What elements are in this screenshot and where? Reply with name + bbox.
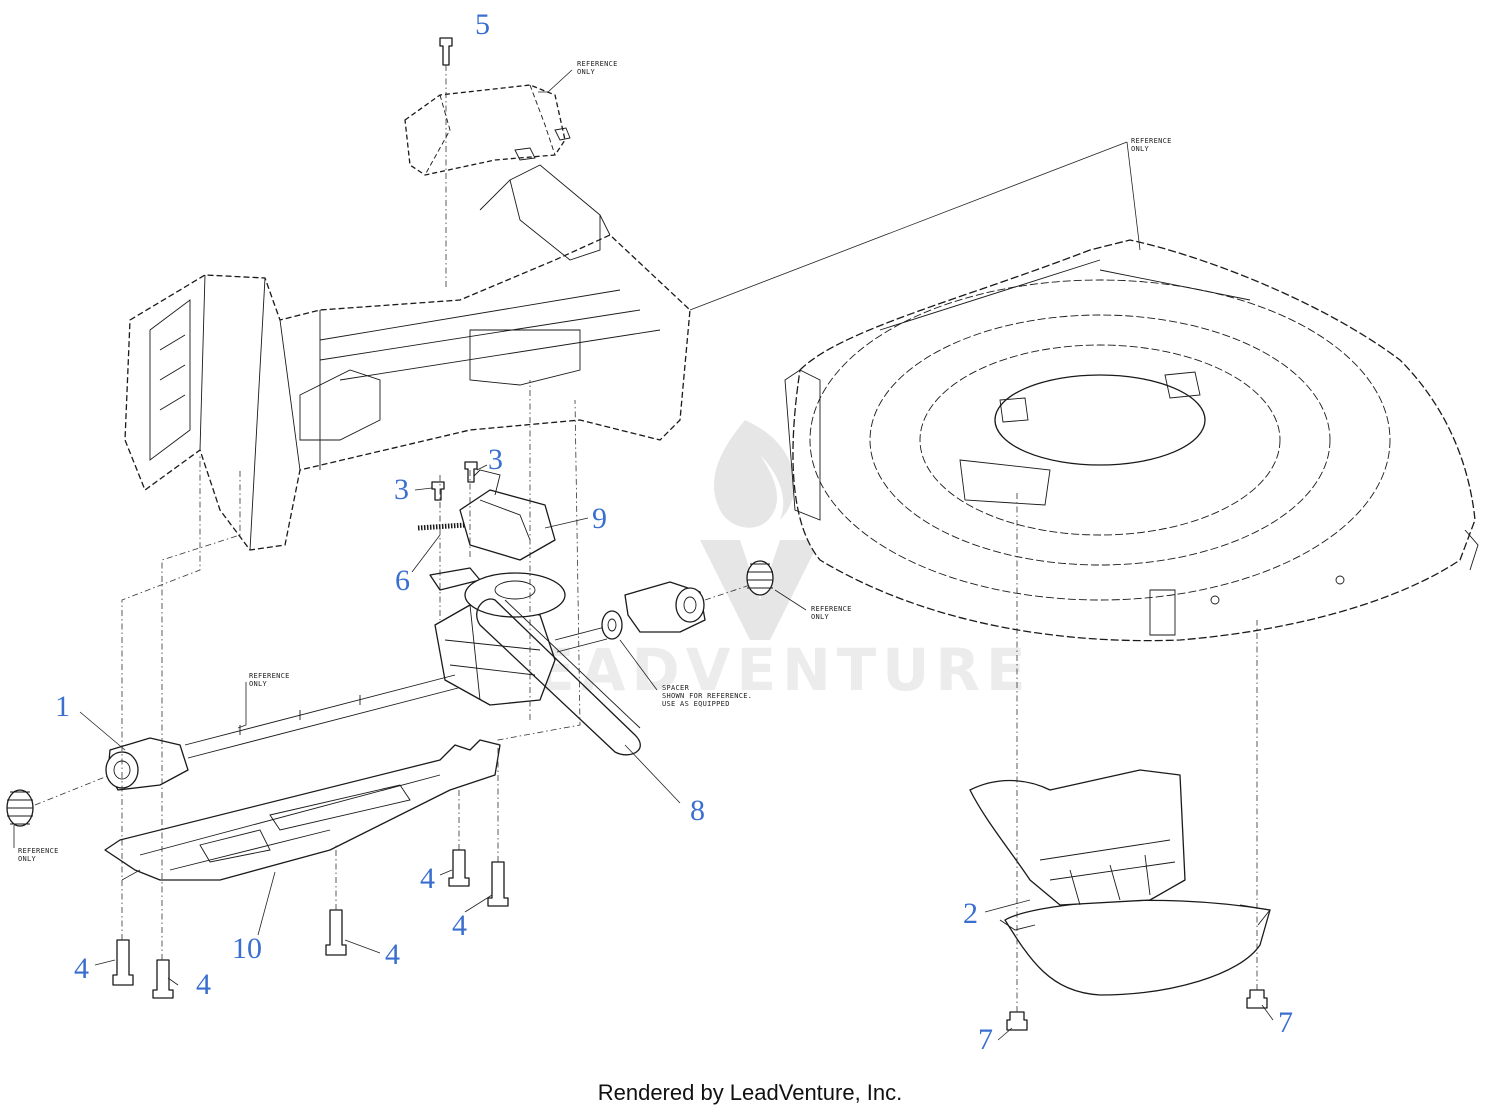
callout-8: 8 [690,794,705,827]
svg-text:REFERENCE: REFERENCE [249,672,290,680]
bolt-part-4b [152,959,174,999]
footer-credit: Rendered by LeadVenture, Inc. [597,1080,903,1105]
callout-7-left: 7 [978,1023,993,1056]
callout-2: 2 [963,897,978,930]
plate-part-10 [104,739,501,881]
mower-deck-reference [784,239,1479,642]
callout-3-left: 3 [394,473,409,506]
callout-4-d: 4 [420,862,435,895]
watermark-text: LEADVENTURE [492,636,1032,704]
svg-text:SPACER: SPACER [662,684,690,692]
callout-6: 6 [395,564,410,597]
svg-text:REFERENCE: REFERENCE [1131,137,1172,145]
callout-3-right: 3 [488,443,503,476]
bolt-part-4d [448,849,470,887]
nut-part-7b [1246,989,1268,1009]
callout-4-c: 4 [385,938,400,971]
leader-lines [79,464,1274,1041]
bolt-part-4c [325,909,347,956]
bolt-part-3a [431,481,445,501]
spring-part-6 [417,522,466,531]
bolt-part-5 [439,37,453,66]
svg-text:REFERENCE: REFERENCE [577,60,618,68]
pinion-gear-left [6,789,34,827]
axle-shaft [184,626,608,759]
watermark-logo [700,420,820,640]
frame-assembly [124,164,691,551]
svg-text:ONLY: ONLY [1131,145,1150,153]
bolt-part-3b [464,461,478,483]
assembly-lines [34,65,1258,1012]
svg-text:USE AS EQUIPPED: USE AS EQUIPPED [662,700,730,708]
callout-1: 1 [55,690,70,723]
blade-housing-part-2 [969,769,1271,996]
svg-text:ONLY: ONLY [811,613,830,621]
transmission [434,572,566,706]
bracket-part-9 [429,469,556,591]
svg-text:REFERENCE: REFERENCE [811,605,852,613]
callout-9: 9 [592,502,607,535]
callout-4-a: 4 [74,952,89,985]
pinion-gear-right [746,560,774,596]
bolt-part-4a [112,939,134,986]
note-spacer: SPACER SHOWN FOR REFERENCE. USE AS EQUIP… [662,684,752,708]
callout-7-right: 7 [1278,1006,1293,1039]
svg-text:ONLY: ONLY [577,68,596,76]
note-left-gear: REFERENCE ONLY [18,847,59,863]
nut-part-7a [1006,1011,1028,1031]
bushing-part-1 [105,737,189,791]
callout-5: 5 [475,8,490,41]
spacer [601,610,623,640]
note-right-gear: REFERENCE ONLY [811,605,852,621]
bolt-part-4e [487,861,509,907]
belt-part-8 [476,598,641,756]
callout-4-b: 4 [196,968,211,1001]
engine-cover-reference [404,84,571,176]
svg-text:ONLY: ONLY [249,680,268,688]
bushing-right [624,581,706,633]
callout-4-e: 4 [452,909,467,942]
svg-text:REFERENCE: REFERENCE [18,847,59,855]
svg-text:ONLY: ONLY [18,855,37,863]
note-engine-cover: REFERENCE ONLY [577,60,618,76]
note-axle: REFERENCE ONLY [249,672,290,688]
note-deck: REFERENCE ONLY [1131,137,1172,153]
callout-10: 10 [232,932,262,965]
reference-note-leaders [13,69,1141,848]
svg-text:SHOWN FOR REFERENCE.: SHOWN FOR REFERENCE. [662,692,752,700]
